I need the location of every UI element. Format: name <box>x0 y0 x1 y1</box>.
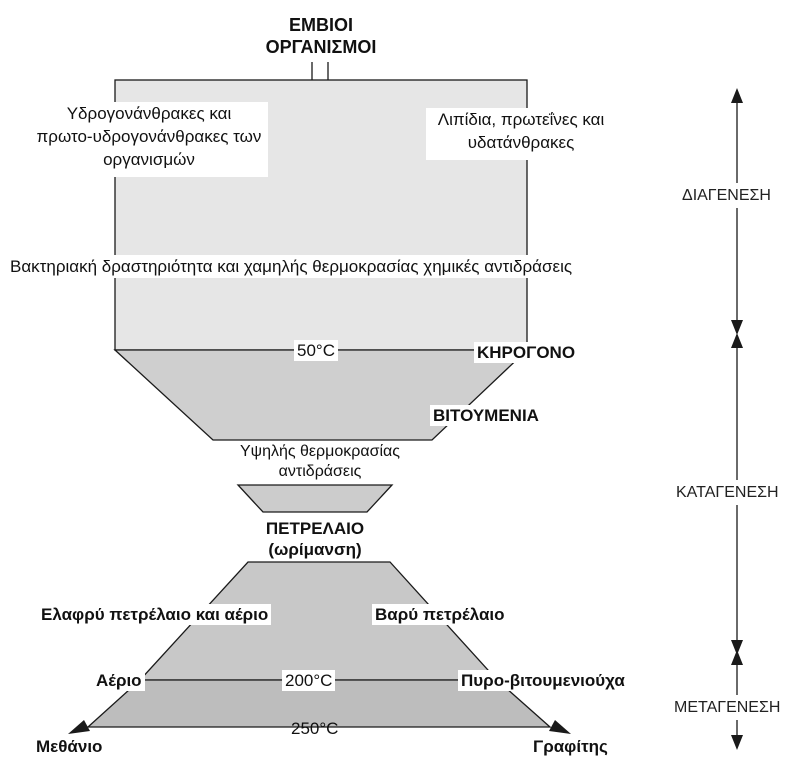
metagenesis-label: ΜΕΤΑΓΕΝΕΣΗ <box>671 695 784 720</box>
organisms-title: ΕΜΒΙΟΙ ΟΡΓΑΝΙΣΜΟΙ <box>260 14 382 58</box>
temp-200-label: 200°C <box>282 670 336 691</box>
temp-50-label: 50°C <box>294 340 338 361</box>
oil-label: ΠΕΤΡΕΛΑΙΟ (ωρίμανση) <box>240 518 390 560</box>
graphite-arrow <box>549 720 571 734</box>
reaction-funnel <box>236 484 394 513</box>
hydrocarbons-line3: οργανισμών <box>103 150 195 169</box>
organisms-title-line2: ΟΡΓΑΝΙΣΜΟΙ <box>265 37 377 57</box>
bacterial-activity-label: Βακτηριακή δραστηριότητα και χαμηλής θερ… <box>6 255 577 278</box>
methane-arrow <box>68 720 90 734</box>
hydrocarbons-line2: πρωτο-υδρογονάνθρακες των <box>36 127 262 146</box>
oil-line2: (ωρίμανση) <box>268 540 362 559</box>
biomolecules-line2: υδατάνθρακες <box>467 133 575 152</box>
methane-label: Μεθάνιο <box>36 737 103 756</box>
diagenesis-label: ΔΙΑΓΕΝΕΣΗ <box>679 183 774 208</box>
catagenesis-arrow-up <box>731 333 743 348</box>
oil-line1: ΠΕΤΡΕΛΑΙΟ <box>265 519 365 538</box>
high-temp-reactions-label: Υψηλής θερμοκρασίας αντιδράσεις <box>220 442 420 482</box>
biomolecules-note: Λιπίδια, πρωτεΐνες και υδατάνθρακες <box>426 108 616 160</box>
hydrocarbons-note: Υδρογονάνθρακες και πρωτο-υδρογονάνθρακε… <box>30 102 268 177</box>
catagenesis-arrow-down <box>731 640 743 655</box>
pyrobitumen-label: Πυρο-βιτουμενιούχα <box>458 670 628 691</box>
metagenesis-arrow-up <box>731 650 743 665</box>
gas-trapezoid <box>86 679 552 728</box>
diagenesis-arrow-up <box>731 88 743 103</box>
graphite-label: Γραφίτης <box>533 737 608 756</box>
heavy-oil-label: Βαρύ πετρέλαιο <box>372 604 508 625</box>
high-temp-line1: Υψηλής θερμοκρασίας <box>239 443 401 460</box>
diagenesis-arrow-down <box>731 320 743 335</box>
biomolecules-line1: Λιπίδια, πρωτεΐνες και <box>437 110 605 129</box>
bitumen-label: ΒΙΤΟΥΜΕΝΙΑ <box>430 405 542 426</box>
light-oil-gas-label: Ελαφρύ πετρέλαιο και αέριο <box>38 604 272 625</box>
high-temp-line2: αντιδράσεις <box>278 463 362 480</box>
metagenesis-arrow-down <box>731 735 743 750</box>
organisms-title-line1: ΕΜΒΙΟΙ <box>288 15 353 35</box>
temp-250-label: 250°C <box>291 719 339 738</box>
kerogen-label: ΚΗΡΟΓΟΝΟ <box>474 342 579 363</box>
catagenesis-label: ΚΑΤΑΓΕΝΕΣΗ <box>673 480 782 505</box>
gas-label: Αέριο <box>93 670 145 691</box>
hydrocarbons-line1: Υδρογονάνθρακες και <box>66 104 232 123</box>
kerogen-funnel <box>113 349 529 441</box>
